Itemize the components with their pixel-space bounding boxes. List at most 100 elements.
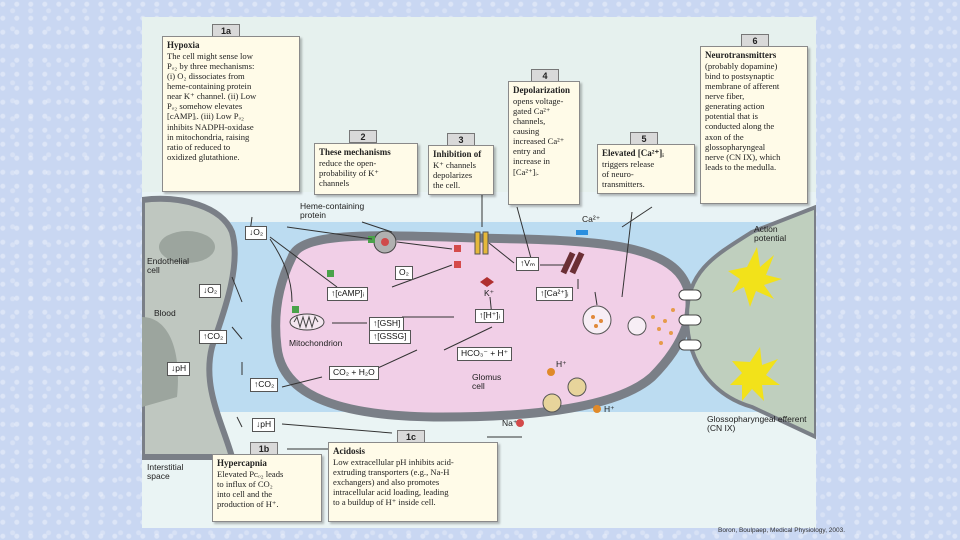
- arrow: [396, 241, 453, 250]
- box-line: triggers release: [602, 158, 655, 169]
- heme-protein-label: Heme-containing protein: [300, 201, 365, 221]
- glomus-label: Glomus cell: [472, 372, 502, 392]
- box-line: reduce the open-: [319, 157, 377, 168]
- box-number-4: 4: [531, 69, 559, 82]
- box-line: Hypercapnia: [217, 458, 267, 468]
- box-line: of neuro-: [602, 168, 634, 179]
- na-ion: [516, 419, 524, 427]
- h-label: H⁺: [604, 404, 615, 414]
- blood-label: Blood: [154, 308, 176, 318]
- box-line: exchangers) and also promotes: [333, 476, 440, 487]
- box-line: oxidized glutathione.: [167, 152, 240, 163]
- hypoxia-box: Hypoxia The cell might sense low Pₒ₂ by …: [162, 36, 300, 192]
- box-line: channels: [319, 177, 350, 188]
- tag-low-ph: ↓pH: [167, 362, 191, 376]
- box-line: depolarizes: [433, 169, 473, 180]
- box-line: production of H⁺.: [217, 499, 279, 510]
- glosso-label: Glossopharyngeal efferent (CN IX): [707, 414, 807, 434]
- box-line: nerve fiber,: [705, 91, 745, 102]
- box-line: The cell might sense low: [167, 50, 253, 61]
- arrow: [236, 416, 243, 428]
- box-line: entry and: [513, 146, 546, 157]
- action-potential-burst: [728, 247, 782, 307]
- box-line: probability of K⁺: [319, 167, 379, 178]
- box-line: the cell.: [433, 179, 461, 190]
- box-line: leads to the medulla.: [705, 162, 777, 173]
- h-label: H⁺: [556, 359, 567, 369]
- arrow: [594, 291, 598, 306]
- box-line: transmitters.: [602, 178, 645, 189]
- arrow: [281, 376, 323, 388]
- box-line: Elevated Pᴄₒ₂ leads: [217, 468, 284, 479]
- box-line: Acidosis: [333, 446, 366, 456]
- acidosis-box: Acidosis Low extracellular pH inhibits a…: [328, 442, 498, 522]
- box-line: bind to postsynaptic: [705, 70, 775, 81]
- box-line: near K⁺ channel. (ii) Low: [167, 91, 257, 102]
- mechanisms-box: These mechanisms reduce the open- probab…: [314, 143, 418, 195]
- arrow: [281, 423, 393, 434]
- box-line: Elevated [Ca²⁺]ᵢ: [602, 148, 664, 158]
- ca-marker: [576, 230, 588, 235]
- arrow: [269, 238, 293, 303]
- box-line: to influx of CO₂: [217, 478, 273, 489]
- endothelial-blob: [142, 317, 178, 407]
- tag-co2-h2o: CO₂ + H₂O: [329, 366, 379, 380]
- box-line: Hypoxia: [167, 40, 200, 50]
- citation: Boron, Boulpaep, Medical Physiology, 200…: [718, 527, 846, 534]
- tag-o2-cell: O₂: [395, 266, 413, 280]
- ca-channel: [569, 251, 585, 275]
- inhibition-box: Inhibition of K⁺ channels depolarizes th…: [428, 145, 494, 195]
- tag-gssg: ↑[GSSG]: [369, 330, 411, 344]
- calcium-box: Elevated [Ca²⁺]ᵢ triggers release of neu…: [597, 144, 695, 194]
- glomus-cell-body: [271, 231, 695, 422]
- tag-gsh: ↑[GSH]: [369, 317, 405, 331]
- interstitial-label: Interstitial space: [147, 462, 184, 482]
- mitochondrion-cristae: [293, 315, 319, 329]
- endothelial-label: Endothelial cell: [147, 256, 190, 276]
- h-ion: [547, 368, 555, 376]
- physiology-figure: 1a Hypoxia The cell might sense low Pₒ₂ …: [142, 17, 816, 528]
- tag-low-o2: ↓O₂: [245, 226, 268, 240]
- box-line: Inhibition of: [433, 149, 482, 159]
- box-line: generating action: [705, 101, 765, 112]
- vesicle-dot: [599, 319, 603, 323]
- h-ion: [593, 405, 601, 413]
- box-line: glossopharyngeal: [705, 141, 766, 152]
- endothelial-nucleus: [159, 231, 215, 263]
- box-line: Neurotransmitters: [705, 50, 777, 60]
- action-potential-burst-2: [730, 347, 780, 401]
- tag-camp: ↑[cAMP]ᵢ: [327, 287, 368, 301]
- box-line: (i) O₂ dissociates from: [167, 70, 245, 81]
- vesicle-dot: [591, 315, 595, 319]
- arrow: [443, 326, 493, 351]
- receptor: [678, 314, 702, 326]
- receptor: [678, 339, 702, 351]
- vesicle-release: [627, 316, 647, 336]
- box-line: extruding transporters (e.g., Na-H: [333, 466, 450, 477]
- box-number-1a: 1a: [212, 24, 240, 37]
- na-h-exchanger: [542, 393, 562, 413]
- arrow: [621, 211, 633, 298]
- arrow: [231, 276, 243, 303]
- vesicle-dot: [594, 324, 598, 328]
- arrow: [391, 264, 453, 288]
- box-line: increased Ca²⁺: [513, 136, 565, 147]
- mitochondrion-label: Mitochondrion: [289, 338, 343, 348]
- na-label: Na⁺: [502, 418, 518, 428]
- box-line: potential that is: [705, 111, 758, 122]
- k-channel: [474, 231, 481, 255]
- box-number-2: 2: [349, 130, 377, 143]
- box-line: membrane of afferent: [705, 80, 780, 91]
- arrow: [361, 221, 393, 233]
- arrow: [516, 206, 533, 263]
- action-potential-label: Action potential: [754, 224, 787, 244]
- tag-high-co2: ↑CO₂: [199, 330, 228, 344]
- ca-channel: [560, 251, 576, 275]
- hypercapnia-box: Hypercapnia Elevated Pᴄₒ₂ leads to influ…: [212, 454, 322, 522]
- box-line: K⁺ channels: [433, 159, 476, 170]
- arrow: [286, 226, 373, 240]
- tag-h-i: ↑[H⁺]ᵢ: [475, 309, 504, 323]
- tag-hco3: HCO₃⁻ + H⁺: [457, 347, 513, 361]
- box-line: to a buildup of H⁺ inside cell.: [333, 497, 436, 508]
- box-line: causing: [513, 126, 540, 137]
